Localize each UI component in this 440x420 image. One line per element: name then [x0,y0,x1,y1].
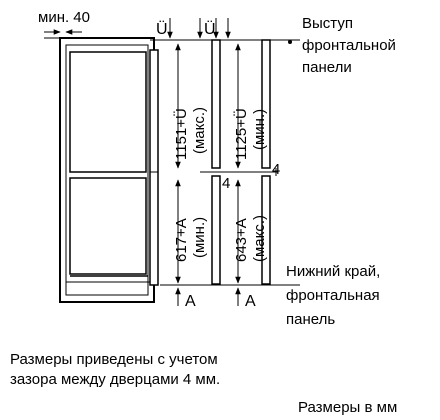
gap-4-label-a: 4 [222,175,230,192]
callout-top-line1: Выступ [302,15,353,32]
u-top-markers [167,18,231,39]
front-panels [211,39,271,285]
gap-4-label-b: 4 [272,161,280,178]
note-line-1: Размеры приведены с учетом [10,351,218,368]
dim-left-bottom-qual: (мин.) [191,217,208,258]
units-note: Размеры в мм [298,399,398,416]
callout-top: Выступ фронтальной панели [270,15,396,76]
door-hinge-strip [149,49,159,286]
callout-top-line3: панели [302,59,352,76]
note-line-2: зазора между дверцами 4 мм. [10,371,221,388]
callout-bottom: Нижний край, фронтальная панель [270,263,380,328]
min-gap-dimension: мин. 40 [38,9,90,35]
cabinet-niche [44,37,155,303]
callout-bottom-line2: фронтальная [286,287,380,304]
dim-left-bottom: 617+A [173,218,190,262]
a-bottom-label-1: A [185,293,196,310]
dim-left-top: 1151+Ü [172,108,190,160]
lower-dimension-lines [175,179,241,284]
u-top-label-2: Ü [204,20,216,38]
dim-right-top: 1125+Ü [232,108,250,160]
min-gap-label: мин. 40 [38,9,90,26]
upper-dimension-lines [175,43,241,169]
a-bottom-label-2: A [245,293,256,310]
dim-right-bottom: 643+A [233,218,250,262]
dim-right-top-qual: (мин.) [251,109,268,150]
dim-left-top-qual: (макс.) [191,107,208,154]
u-top-label-1: Ü [156,20,168,38]
callout-bottom-line1: Нижний край, [286,263,380,280]
appliance-body [66,51,150,283]
callout-top-line2: фронтальной [302,37,396,54]
dim-right-bottom-qual: (макс.) [251,215,268,262]
a-bottom-markers [175,287,241,306]
callout-bottom-line3: панель [286,311,335,328]
